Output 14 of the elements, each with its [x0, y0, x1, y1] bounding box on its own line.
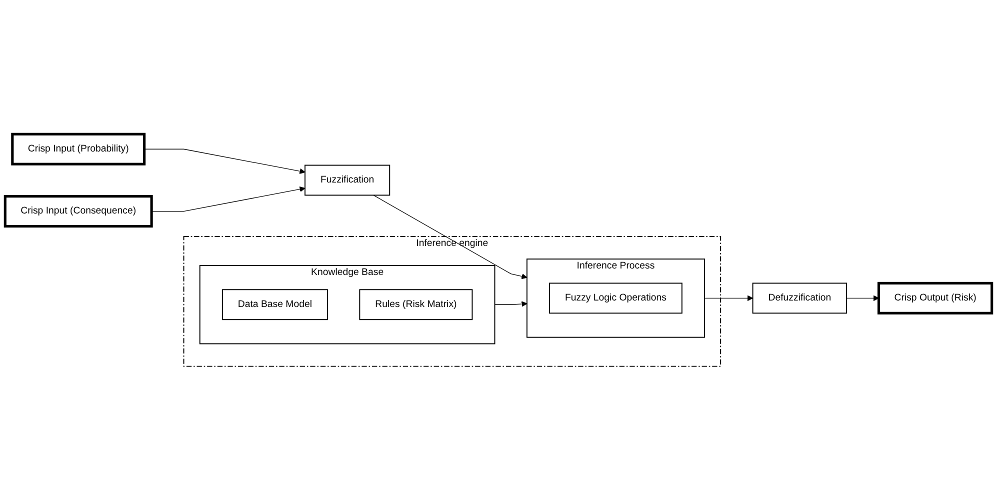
arrow [846, 295, 880, 301]
node-box: Defuzzification [752, 282, 848, 314]
node-box: Rules (Risk Matrix) [359, 288, 473, 320]
arrow [704, 295, 754, 301]
arrow [151, 186, 306, 212]
node-box: Fuzzification [304, 164, 390, 196]
node-box: Crisp Input (Probability) [11, 132, 146, 166]
arrow [373, 194, 528, 279]
node-box: Data Base Model [222, 288, 328, 320]
node-box: Crisp Output (Risk) [877, 282, 994, 314]
arrow [144, 148, 306, 174]
node-box: Crisp Input (Consequence) [4, 194, 153, 228]
node-box: Fuzzy Logic Operations [549, 282, 682, 314]
arrow [494, 300, 528, 307]
